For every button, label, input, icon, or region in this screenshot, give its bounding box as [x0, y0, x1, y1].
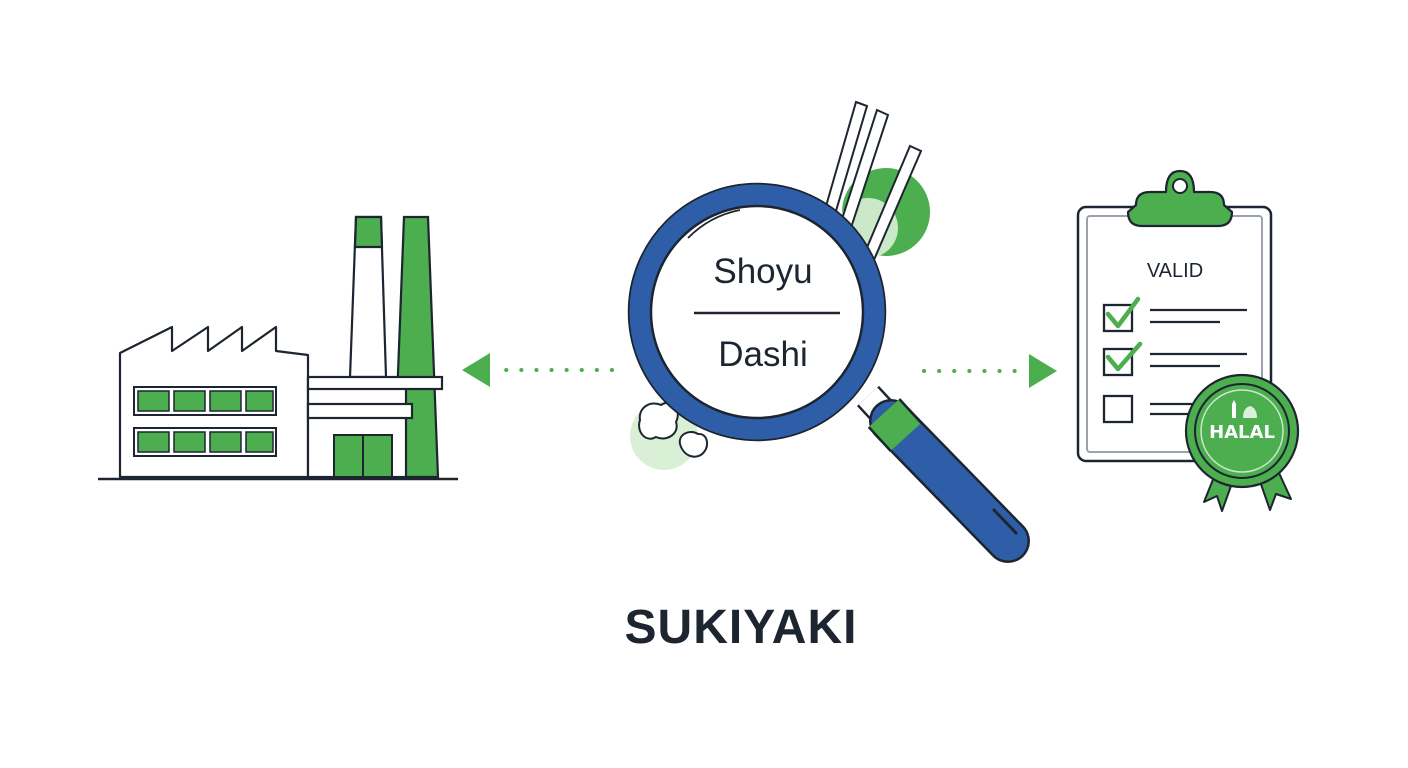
- checklist: [1102, 296, 1247, 424]
- seal-text: HALAL: [1209, 422, 1275, 443]
- clipboard-header: VALID: [1147, 260, 1203, 282]
- garnish-icon: [638, 402, 709, 458]
- check-icon: [1105, 341, 1143, 372]
- lens-top-text: Shoyu: [713, 252, 812, 291]
- halal-seal-icon: HALAL: [1184, 373, 1300, 512]
- clipboard-clip: [1126, 169, 1234, 228]
- lens-bottom-text: Dashi: [718, 335, 807, 374]
- diagram-caption: SUKIYAKI: [625, 601, 858, 654]
- checkbox: [1102, 394, 1134, 424]
- right-dotted-arrow: [922, 354, 1057, 388]
- magnifying-glass-icon: Shoyu Dashi: [627, 100, 1030, 563]
- checklist-item: [1102, 296, 1247, 333]
- check-icon: [1105, 296, 1141, 329]
- checklist-item: [1102, 341, 1247, 377]
- left-dotted-arrow: [462, 353, 614, 387]
- magnifier-handle: [856, 385, 1030, 563]
- factory-icon: [98, 215, 458, 481]
